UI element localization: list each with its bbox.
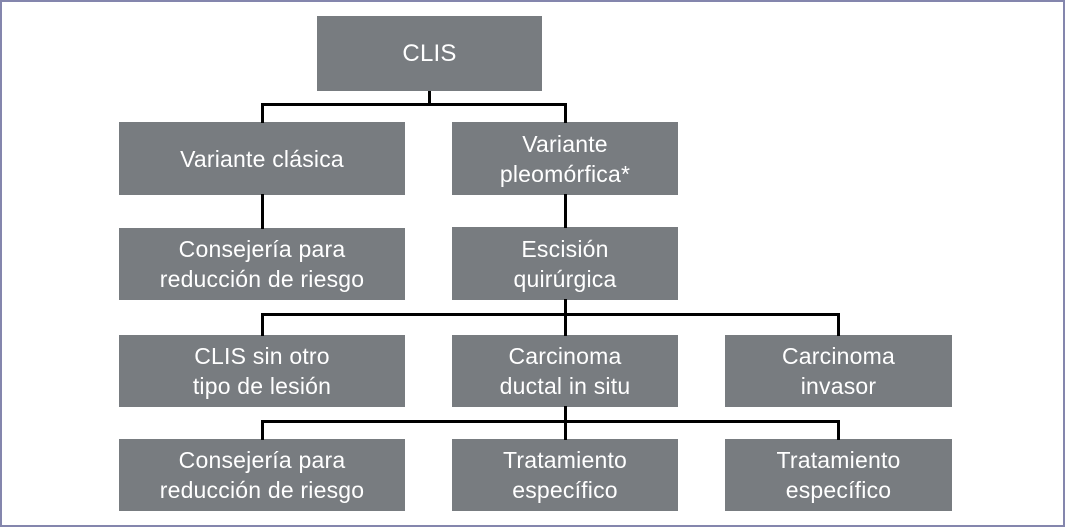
connector-line [837,313,840,336]
connector-line [837,420,840,440]
connector-line [261,194,264,229]
node-consejeria-riesgo-1: Consejería para reducción de riesgo [119,228,405,300]
connector-line [428,91,431,106]
connector-line [564,103,567,123]
node-label: Consejería para reducción de riesgo [159,447,365,503]
connector-line [564,420,567,440]
node-tratamiento-especifico-1: Tratamiento específico [452,439,678,511]
connector-line [261,420,264,440]
node-label: Variante pleomórfica* [499,130,631,187]
node-clis: CLIS [317,16,542,91]
connector-line [261,420,840,423]
connector-line [564,406,567,422]
node-variante-pleomorfica: Variante pleomórfica* [452,122,678,195]
connector-line [564,299,567,315]
node-carcinoma-invasor: Carcinoma invasor [725,335,952,407]
node-label: Consejería para reducción de riesgo [159,236,365,292]
node-label: Escisión quirúrgica [513,235,617,292]
node-carcinoma-ductal: Carcinoma ductal in situ [452,335,678,407]
node-label: Carcinoma ductal in situ [499,343,631,399]
node-clis-sin-otro-tipo: CLIS sin otro tipo de lesión [119,335,405,407]
connector-line [261,313,840,316]
connector-line [261,103,264,123]
node-label: Tratamiento específico [776,447,901,503]
node-label: Variante clásica [180,145,344,172]
node-variante-clasica: Variante clásica [119,122,405,195]
node-escision-quirurgica: Escisión quirúrgica [452,227,678,300]
node-tratamiento-especifico-2: Tratamiento específico [725,439,952,511]
connector-line [261,313,264,336]
node-label: CLIS [402,39,457,67]
node-label: Carcinoma invasor [781,343,895,399]
node-label: Tratamiento específico [502,447,628,503]
connector-line [564,313,567,336]
connector-line [564,194,567,228]
node-consejeria-riesgo-2: Consejería para reducción de riesgo [119,439,405,511]
connector-line [261,103,567,106]
node-label: CLIS sin otro tipo de lesión [192,343,332,399]
